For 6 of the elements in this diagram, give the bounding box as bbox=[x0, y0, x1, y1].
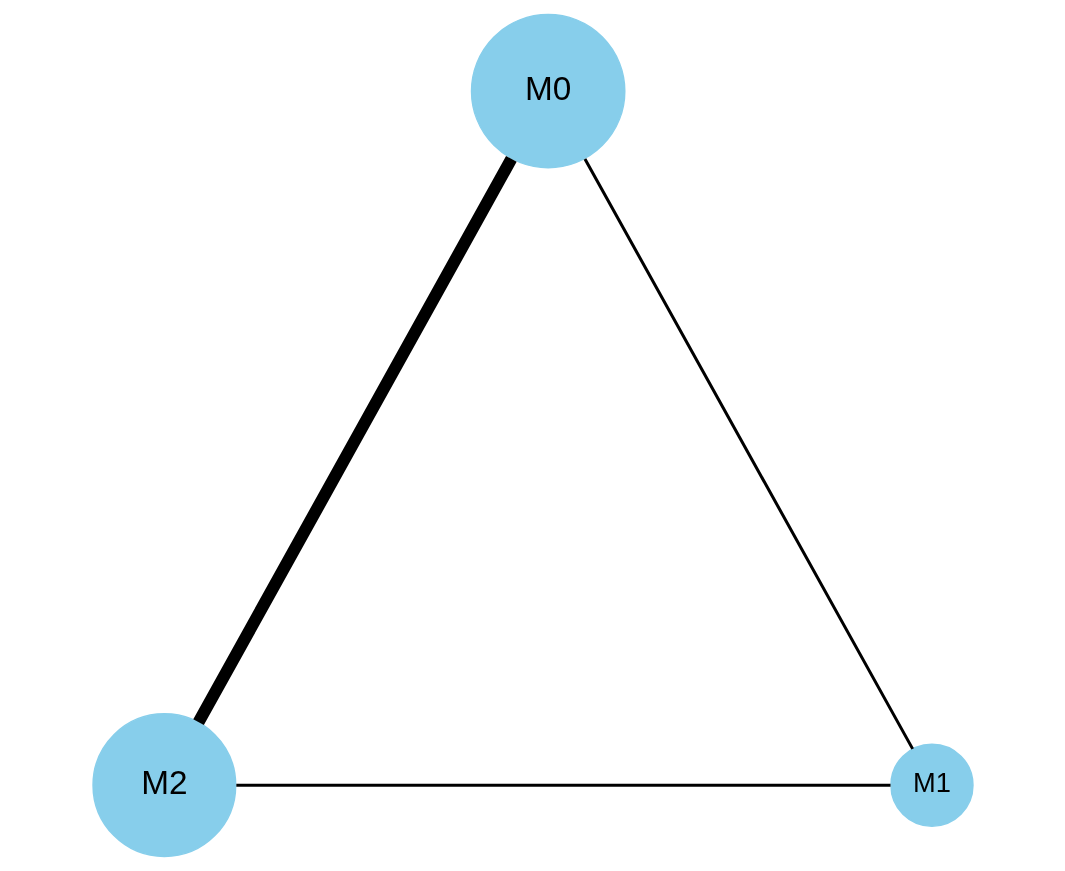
connector bbox=[583, 158, 914, 750]
node-circle: M0 bbox=[470, 13, 626, 169]
node-circle: M1 bbox=[889, 743, 974, 827]
connector bbox=[235, 783, 890, 787]
connector bbox=[192, 155, 517, 726]
node-circle: M2 bbox=[91, 713, 236, 858]
